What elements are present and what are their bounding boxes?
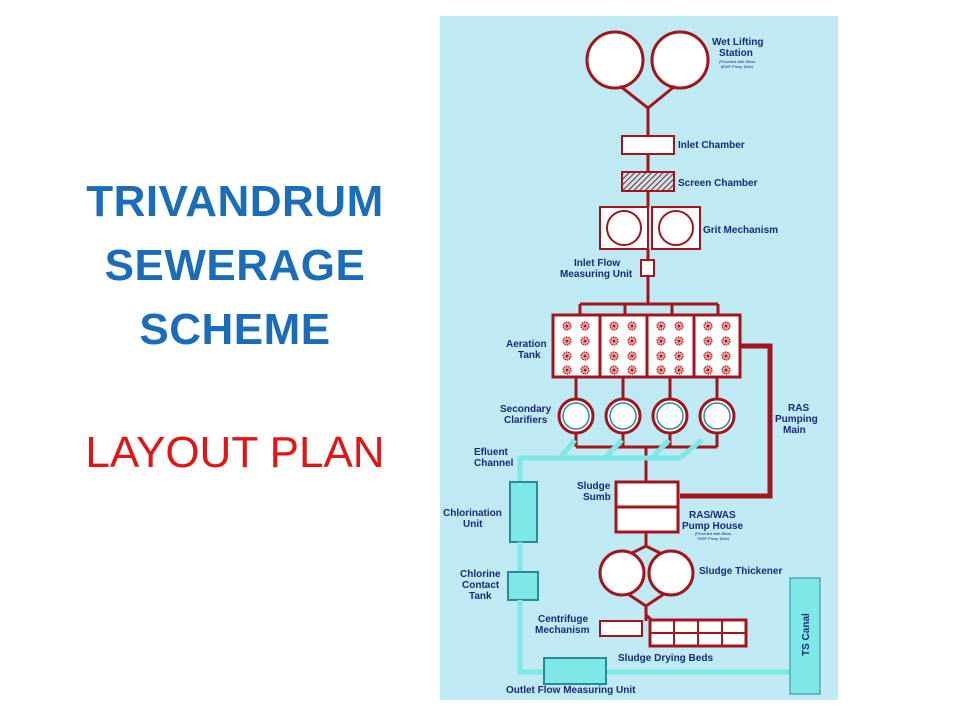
label-secondary-1: Secondary [500,404,552,415]
secondary-clarifiers [557,397,736,435]
aerator-hub [583,368,587,372]
title-line-3: SCHEME [139,305,331,354]
aerator-hub [677,339,681,343]
label-ras-1: RAS [788,403,809,414]
label-wet-lifting-note-1: (Provided with 8Nos. [719,59,756,64]
ras-pumping-main [680,343,773,499]
title-line-2: SEWERAGE [104,241,366,290]
outlet-line [517,600,796,675]
label-ras-was-1: RAS/WAS [689,510,736,521]
label-chlorination-1: Chlorination [443,508,502,519]
label-pump-house-note-1: (Provided with 8Nos. [695,531,732,536]
label-sludge-thickener: Sludge Thickener [699,566,782,577]
diagram-svg: Wet Lifting Station (Provided with 8Nos.… [443,30,821,696]
label-inlet-flow-1: Inlet Flow [574,258,620,269]
label-chlorine-contact-2: Contact [462,580,500,591]
label-inlet-flow-2: Measuring Unit [560,269,633,280]
aerator-hub [583,339,587,343]
aerator-hub [659,368,663,372]
label-centrifuge-2: Mechanism [535,625,590,636]
aerator-hub [706,368,710,372]
outlet-flow-unit [543,657,607,685]
aerator-hub [565,354,569,358]
label-efluent-2: Channel [474,458,514,469]
aerator-grid [562,321,731,375]
aerator-hub [659,339,663,343]
layout-diagram: Wet Lifting Station (Provided with 8Nos.… [440,16,838,700]
label-efluent-1: Efluent [474,447,509,458]
aerator-hub [612,324,616,328]
clarifier-1 [557,397,595,435]
aerator-hub [659,354,663,358]
aerator-hub [583,354,587,358]
label-outlet-flow: Outlet Flow Measuring Unit [506,685,636,696]
label-inlet-chamber: Inlet Chamber [678,140,745,151]
aerator-hub [724,339,728,343]
label-aeration-1: Aeration [506,339,547,350]
grit-well-left [606,210,642,246]
wet-well-right [650,30,710,90]
aerator-hub [659,324,663,328]
aerator-hub [630,339,634,343]
subtitle: LAYOUT PLAN [85,428,385,477]
aerator-hub [612,354,616,358]
aerator-hub [706,354,710,358]
wet-well-left [585,30,645,90]
label-sludge-drying-beds: Sludge Drying Beds [618,653,713,664]
title-block: TRIVANDRUM SEWERAGE SCHEME [40,170,430,362]
aerator-hub [630,354,634,358]
label-secondary-2: Clarifiers [504,415,548,426]
inlet-chamber [621,135,675,155]
label-wet-lifting-note-2: 80HP Pump Sets) [721,64,754,69]
label-wet-lifting-2: Station [719,48,753,59]
ts-canal [789,577,821,695]
aerator-hub [565,368,569,372]
sludge-thickener-right [647,549,695,597]
aerator-hub [630,324,634,328]
aerator-hub [706,339,710,343]
aerator-hub [583,324,587,328]
chlorine-contact-tank [507,571,539,601]
chlorination-unit [509,481,538,543]
aerator-hub [612,339,616,343]
aerator-hub [724,324,728,328]
label-wet-lifting-1: Wet Lifting [712,37,763,48]
label-aeration-2: Tank [518,350,541,361]
wet-well-y-pipe [619,84,676,110]
aerator-hub [724,354,728,358]
aerator-hub [677,324,681,328]
label-sludge-sumb-1: Sludge [577,481,611,492]
aerator-hub [677,368,681,372]
label-ts-canal: TS Canal [801,613,812,656]
label-grit-mechanism: Grit Mechanism [703,225,778,236]
inlet-flow-unit [640,259,655,277]
label-ras-2: Pumping [775,414,818,425]
label-centrifuge-1: Centrifuge [538,614,588,625]
clarifier-2 [604,397,642,435]
label-ras-3: Main [783,425,806,436]
label-sludge-sumb-2: Sumb [583,492,611,503]
label-chlorine-contact-1: Chlorine [460,569,501,580]
aerator-hub [724,368,728,372]
centrifuge-mechanism [599,620,643,637]
label-pump-house-note-2: 75HP Pump Sets) [697,536,730,541]
aerator-hub [565,339,569,343]
aerator-hub [565,324,569,328]
label-chlorination-2: Unit [463,519,483,530]
sludge-thickener-left [598,549,646,597]
label-screen-chamber: Screen Chamber [678,178,758,189]
aerator-hub [706,324,710,328]
clarifier-3 [651,397,689,435]
screen-chamber [621,171,675,192]
title-line-1: TRIVANDRUM [86,177,384,226]
aerator-hub [612,368,616,372]
clarifier-4 [698,397,736,435]
aerator-hub [677,354,681,358]
label-ras-was-2: Pump House [682,521,744,532]
grit-well-right [658,210,694,246]
label-chlorine-contact-3: Tank [469,591,492,602]
aerator-hub [630,368,634,372]
